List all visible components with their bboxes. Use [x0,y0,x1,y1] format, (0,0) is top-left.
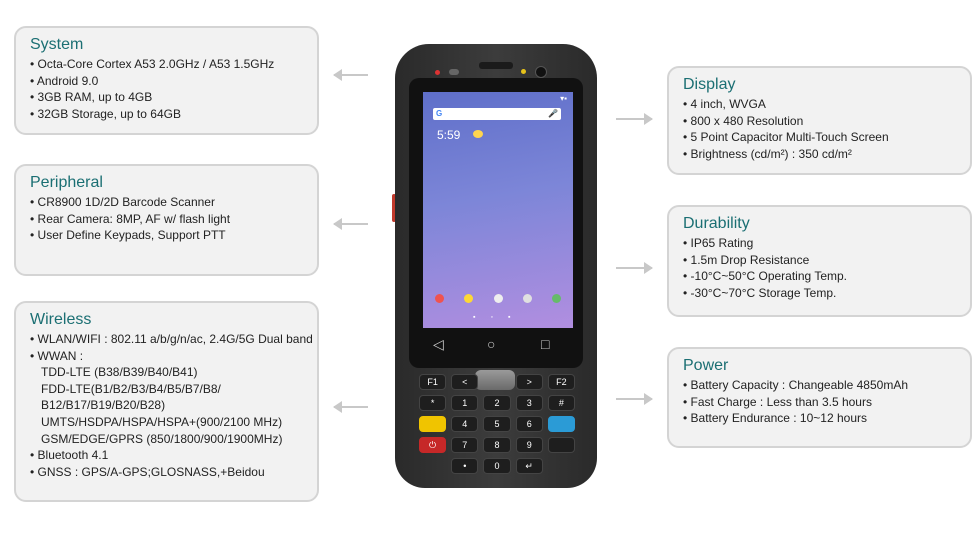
keypad-key: 3 [515,395,543,411]
home-icon: ○ [487,336,496,352]
app-icon [464,294,474,303]
arrow-right-icon [616,262,653,274]
onscreen-nav-icons: ▪◦▪ [473,314,526,321]
wireless-title: Wireless [30,311,92,328]
list-item: GSM/EDGE/GPRS (850/1800/900/1900MHz) [41,431,283,446]
keypad-key: 7 [451,437,479,453]
keypad-key: • [451,458,479,474]
home-clock: 5:59 [437,128,461,142]
list-item: • IP65 Rating [683,236,754,250]
system-list: • Octa-Core Cortex A53 2.0GHz / A53 1.5G… [30,56,303,122]
speaker-grille-icon [479,62,513,69]
mic-icon: 🎤 [548,109,558,118]
wireless-list: • WLAN/WIFI : 802.11 a/b/g/n/ac, 2.4G/5G… [30,331,313,480]
list-item: • Fast Charge : Less than 3.5 hours [683,394,872,409]
list-item: • Android 9.0 [30,73,99,88]
keypad-key [547,437,575,453]
front-camera-icon [535,66,547,78]
list-item: • 800 x 480 Resolution [683,113,804,128]
weather-icon [473,130,483,138]
list-item: • 4 inch, WVGA [683,97,766,111]
handheld-device-image: ▾▪ G 🎤 5:59 ▪◦▪ ◁ ○ □ F1 < > F2 * 1 2 3 … [392,44,597,488]
keypad-key: F1 [419,374,447,390]
power-list: • Battery Capacity : Changeable 4850mAh … [683,377,956,427]
keypad-key: < [451,374,479,390]
keypad-key: F2 [547,374,575,390]
keypad-key: # [547,395,575,411]
back-icon: ◁ [433,336,444,352]
list-item: • 1.5m Drop Resistance [683,252,810,267]
peripheral-card: Peripheral • CR8900 1D/2D Barcode Scanne… [14,164,319,276]
google-search-bar: G 🎤 [433,108,561,120]
list-item: • User Define Keypads, Support PTT [30,228,226,243]
app-icon [493,294,503,303]
keypad-key: 1 [451,395,479,411]
list-item: TDD-LTE (B38/B39/B40/B41) [41,365,198,380]
list-item: • WLAN/WIFI : 802.11 a/b/g/n/ac, 2.4G/5G… [30,332,313,346]
app-icon [435,294,444,303]
list-item: • WWAN : [30,348,84,363]
keypad-key: 5 [483,416,511,432]
system-title: System [30,36,84,53]
list-item: • -30°C~70°C Storage Temp. [683,285,837,300]
arrow-right-icon [616,393,653,405]
keypad-key: 6 [515,416,543,432]
list-item: UMTS/HSDPA/HSPA/HSPA+(900/2100 MHz) [41,414,283,429]
keypad-key: > [515,374,543,390]
arrow-left-icon [333,218,368,230]
list-item: • Bluetooth 4.1 [30,448,109,463]
side-button-icon [392,194,396,222]
list-item: • Battery Capacity : Changeable 4850mAh [683,378,908,392]
arrow-left-icon [333,401,368,413]
list-item: • 32GB Storage, up to 64GB [30,106,181,121]
durability-card: Durability • IP65 Rating • 1.5m Drop Res… [667,205,972,317]
led-icon [435,70,440,75]
arrow-left-icon [333,69,368,81]
list-item: • Battery Endurance : 10~12 hours [683,411,867,426]
device-screen: ▾▪ G 🎤 5:59 ▪◦▪ [423,92,573,328]
peripheral-title: Peripheral [30,174,103,191]
app-icon [522,294,532,303]
list-item: • CR8900 1D/2D Barcode Scanner [30,195,215,209]
arrow-right-icon [616,113,653,125]
list-item: • 3GB RAM, up to 4GB [30,90,153,105]
yellow-function-key [419,416,447,432]
display-card: Display • 4 inch, WVGA • 800 x 480 Resol… [667,66,972,175]
list-item: • GNSS : GPS/A-GPS;GLOSNASS,+Beidou [30,464,265,479]
recents-icon: □ [541,336,550,352]
sensor-icon [449,69,459,75]
display-title: Display [683,76,736,93]
google-logo-icon: G [436,109,443,118]
list-item: FDD-LTE(B1/B2/B3/B4/B5/B7/B8/ [41,381,221,396]
keypad: F1 < > F2 * 1 2 3 # 4 5 6 ⏻ 7 8 9 • 0 ↵ [419,374,575,474]
list-item: • 5 Point Capacitor Multi-Touch Screen [683,130,889,145]
keypad-key: ↵ [515,458,543,474]
display-list: • 4 inch, WVGA • 800 x 480 Resolution • … [683,96,956,162]
power-card: Power • Battery Capacity : Changeable 48… [667,347,972,448]
power-title: Power [683,357,729,374]
keypad-key: 2 [483,395,511,411]
list-item: • Brightness (cd/m²) : 350 cd/m² [683,146,852,161]
list-item: B12/B17/B19/B20/B28) [41,398,166,413]
keypad-key: * [419,395,447,411]
blue-function-key [547,416,575,432]
peripheral-list: • CR8900 1D/2D Barcode Scanner • Rear Ca… [30,194,303,244]
wireless-card: Wireless • WLAN/WIFI : 802.11 a/b/g/n/ac… [14,301,319,502]
app-dock [435,294,561,306]
power-key-icon: ⏻ [419,437,447,453]
durability-list: • IP65 Rating • 1.5m Drop Resistance • -… [683,235,956,301]
scan-button-icon [475,370,515,390]
list-item: • Octa-Core Cortex A53 2.0GHz / A53 1.5G… [30,57,275,71]
durability-title: Durability [683,215,750,232]
status-bar-icons: ▾▪ [560,94,567,103]
keypad-key: 0 [483,458,511,474]
app-icon [552,294,561,303]
keypad-key: 9 [515,437,543,453]
system-card: System • Octa-Core Cortex A53 2.0GHz / A… [14,26,319,135]
list-item: • -10°C~50°C Operating Temp. [683,269,847,284]
keypad-key: 8 [483,437,511,453]
list-item: • Rear Camera: 8MP, AF w/ flash light [30,211,231,226]
flash-led-icon [521,69,526,74]
keypad-key: 4 [451,416,479,432]
